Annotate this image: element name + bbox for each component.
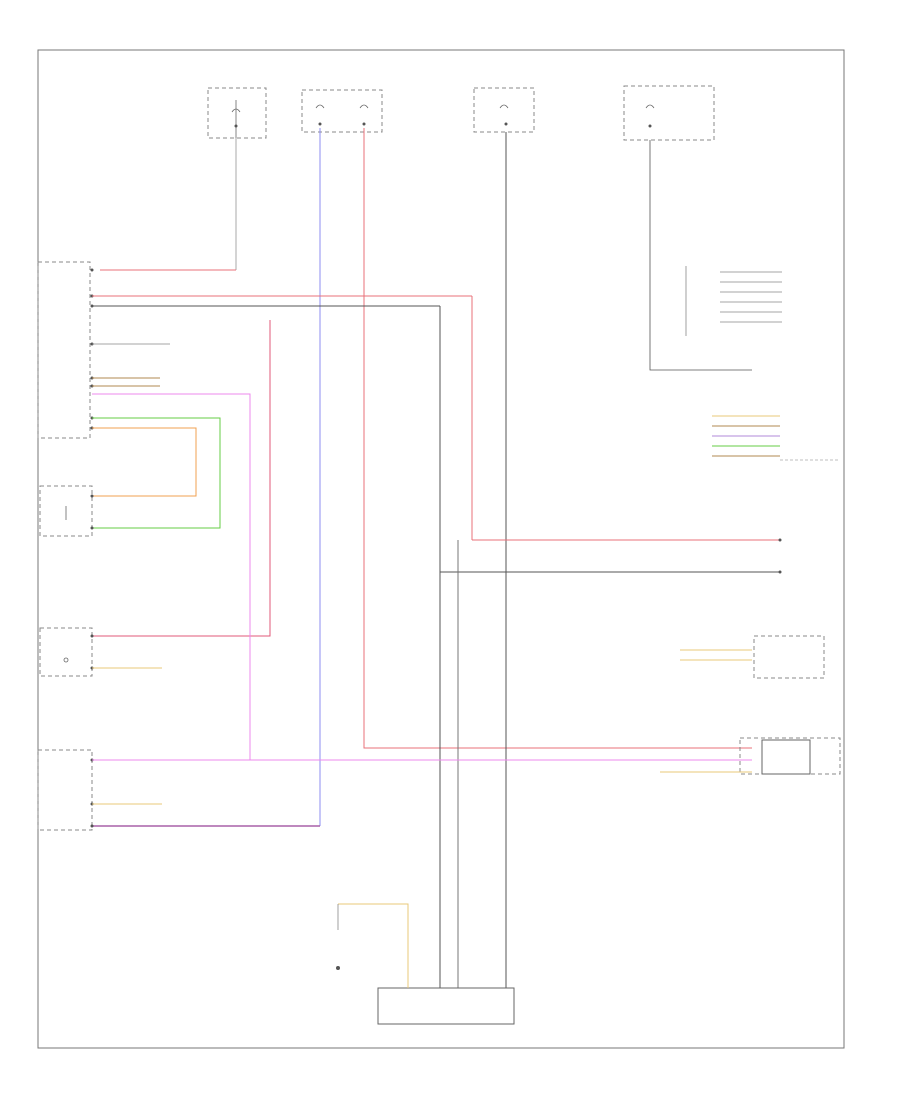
connector-right-colored: [712, 415, 840, 461]
wire-green-loop: [92, 417, 221, 529]
module-right-2: [680, 635, 825, 679]
ground-block: [336, 903, 515, 1025]
module-right-3: [660, 737, 841, 775]
wire-red-long: [363, 128, 752, 749]
wire-fuse1-feed: [100, 138, 237, 271]
fuse-box-1: [207, 87, 267, 139]
wire-red-sensor2: [92, 320, 271, 637]
fuse-box-4: [623, 85, 715, 141]
connector-right-red-black: [778, 538, 782, 574]
fuse-box-2: [301, 89, 383, 133]
diagram-frame: [37, 49, 845, 1049]
sensor-2: [39, 627, 94, 677]
wire-magenta-main: [92, 393, 251, 760]
fuse-box-3: [473, 87, 535, 133]
wire-fuse4-feed: [649, 140, 752, 371]
control-module-left: [37, 261, 94, 439]
wire-orange-loop: [92, 427, 197, 497]
sensor-1: [39, 485, 94, 537]
module-bottom-left: [37, 749, 94, 831]
module-right-1: [685, 266, 782, 336]
